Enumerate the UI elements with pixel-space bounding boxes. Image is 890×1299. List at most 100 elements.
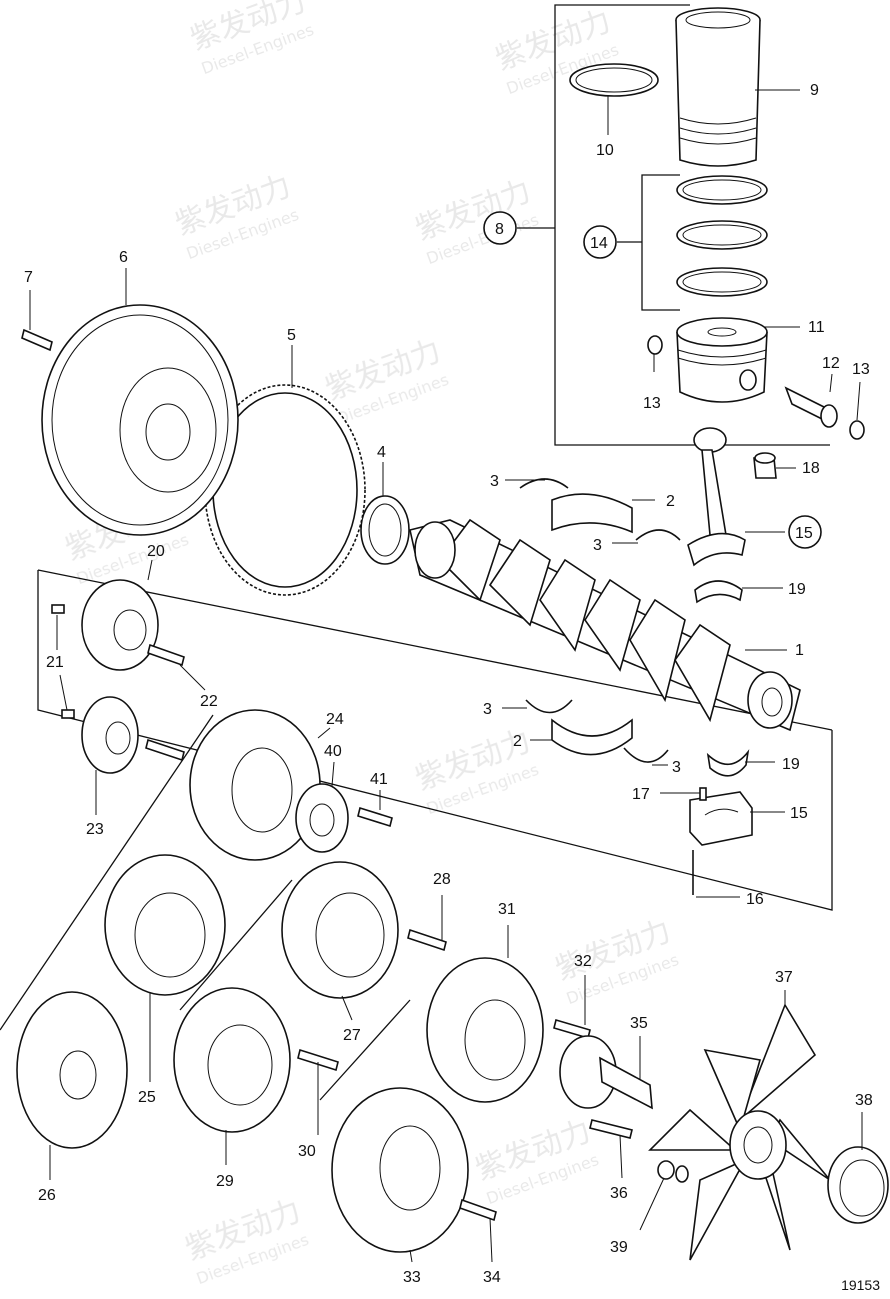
pulley-27 <box>281 861 399 999</box>
label-16: 16 <box>746 891 764 908</box>
label-22: 22 <box>200 693 218 710</box>
rod-bearing-upper <box>694 580 743 604</box>
label-17: 17 <box>632 786 650 803</box>
label-13-left: 13 <box>643 395 661 412</box>
label-34: 34 <box>483 1269 501 1286</box>
label-31: 31 <box>498 901 516 918</box>
bracket-crank-group <box>37 570 833 911</box>
label-14: 14 <box>590 235 608 252</box>
pulley-bolt-28 <box>407 928 447 952</box>
label-4: 4 <box>377 444 386 461</box>
fan-hub-shaft <box>559 1035 653 1110</box>
label-38: 38 <box>855 1092 873 1109</box>
dowel-pin <box>699 787 707 801</box>
pulley-26 <box>16 991 128 1149</box>
circlip-left <box>647 335 663 355</box>
label-15-cap: 15 <box>790 805 808 822</box>
thrust-washer-upper-right <box>635 529 681 541</box>
crank-hub-small <box>81 696 139 774</box>
label-30: 30 <box>298 1143 316 1160</box>
label-2-lower: 2 <box>513 733 522 750</box>
label-5: 5 <box>287 327 296 344</box>
label-11: 11 <box>808 319 825 336</box>
connecting-rod <box>687 427 746 567</box>
crank-hub-large <box>81 579 159 671</box>
label-19-upper: 19 <box>788 581 806 598</box>
pulley-31 <box>426 957 544 1103</box>
label-41: 41 <box>370 771 388 788</box>
crank-rear-seal <box>360 495 410 565</box>
pulley-bolt-30 <box>297 1048 339 1072</box>
label-10: 10 <box>596 142 614 159</box>
part-labels: 1 2 2 3 3 3 3 4 5 6 7 8 9 10 11 12 13 13… <box>24 82 873 1286</box>
label-15-rod: 15 <box>795 525 813 542</box>
bracket-piston-group <box>554 4 830 446</box>
label-3-lower-right: 3 <box>672 759 681 776</box>
pulley-29 <box>173 987 291 1133</box>
cooling-fan <box>648 1003 831 1261</box>
label-26: 26 <box>38 1187 56 1204</box>
label-32: 32 <box>574 953 592 970</box>
label-9: 9 <box>810 82 819 99</box>
label-3-upper-left: 3 <box>490 473 499 490</box>
label-21: 21 <box>46 654 64 671</box>
main-bearing-lower <box>551 718 633 756</box>
rod-bearing-lower <box>706 749 750 777</box>
leader-lines <box>29 89 863 1263</box>
label-25: 25 <box>138 1089 156 1106</box>
callout-circle-14 <box>583 225 617 259</box>
callout-circle-15 <box>788 515 822 549</box>
thrust-washer-lower-right <box>623 747 669 763</box>
label-12: 12 <box>822 355 840 372</box>
key-21-upper <box>51 604 65 614</box>
thrust-washer-lower-left <box>525 699 573 714</box>
drawing-number: 19153 <box>841 1277 880 1293</box>
label-3-lower-left: 3 <box>483 701 492 718</box>
main-bearing-upper <box>551 493 633 534</box>
bracket-pulley-27 <box>179 879 293 1011</box>
label-3-upper-right: 3 <box>593 537 602 554</box>
flywheel <box>41 304 239 536</box>
label-2-upper: 2 <box>666 493 675 510</box>
circlip-right <box>849 420 865 440</box>
label-35: 35 <box>630 1015 648 1032</box>
piston-pin <box>784 386 838 428</box>
cylinder-liner <box>675 7 761 167</box>
hub-bolt-23 <box>145 738 185 762</box>
pulley-33 <box>331 1087 469 1253</box>
label-39: 39 <box>610 1239 628 1256</box>
fan-nut-39 <box>657 1160 689 1183</box>
label-40: 40 <box>324 743 342 760</box>
bracket-pulley-33 <box>319 999 411 1101</box>
pulley-bolt-34 <box>459 1198 497 1222</box>
label-37: 37 <box>775 969 793 986</box>
label-23: 23 <box>86 821 104 838</box>
label-33: 33 <box>403 1269 421 1286</box>
crankshaft <box>409 518 801 732</box>
callout-circle-8 <box>483 211 517 245</box>
vibration-damper <box>189 709 321 861</box>
fan-clutch <box>827 1146 889 1224</box>
label-7: 7 <box>24 269 33 286</box>
key-21-lower <box>61 709 75 719</box>
thrust-washer-upper-left <box>519 478 569 489</box>
piston <box>676 317 768 403</box>
label-1: 1 <box>795 642 804 659</box>
label-20: 20 <box>147 543 165 560</box>
label-28: 28 <box>433 871 451 888</box>
label-24: 24 <box>326 711 344 728</box>
fan-bolt-36 <box>589 1119 633 1139</box>
hub-bolt-22 <box>147 643 185 667</box>
damper-bolt-41 <box>357 806 393 828</box>
bearing-cap <box>689 791 753 846</box>
liner-seal-ring <box>569 63 659 97</box>
piston-rings <box>676 175 768 297</box>
label-29: 29 <box>216 1173 234 1190</box>
bracket-rings <box>641 174 680 311</box>
pulley-25 <box>104 854 226 996</box>
label-8: 8 <box>495 221 504 238</box>
label-18: 18 <box>802 460 820 477</box>
label-6: 6 <box>119 249 128 266</box>
flywheel-bolt <box>21 328 53 352</box>
